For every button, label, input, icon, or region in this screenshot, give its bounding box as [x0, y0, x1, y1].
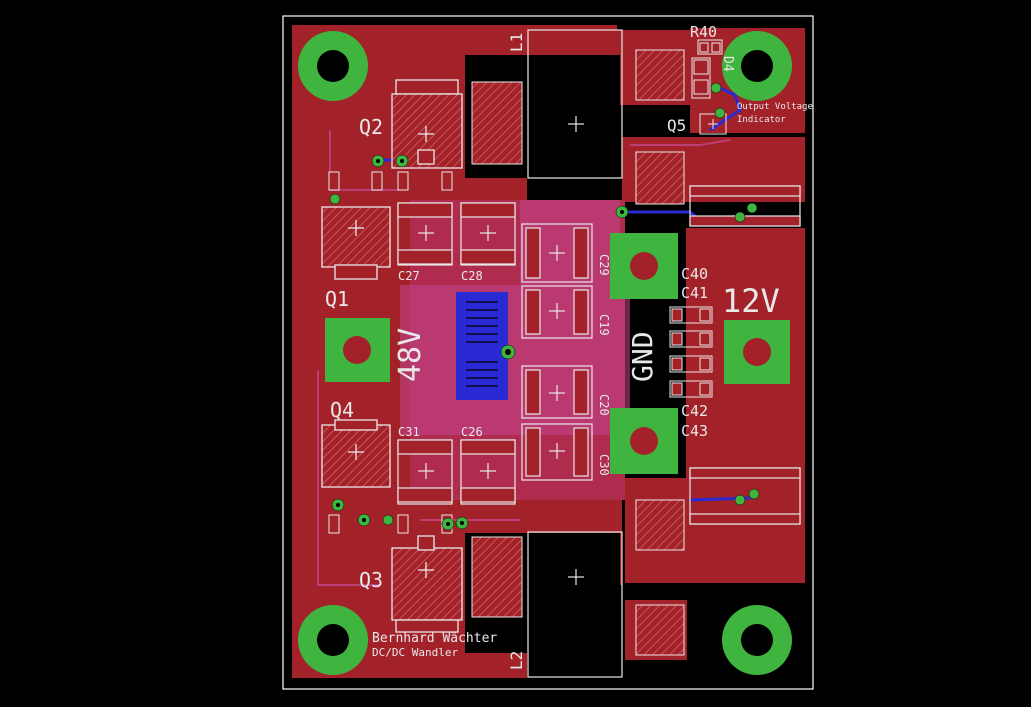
label-project: DC/DC Wandler [372, 646, 458, 659]
label-12v: 12V [722, 282, 780, 320]
q3-package [391, 535, 463, 633]
indicator-led-parts [691, 39, 727, 135]
label-q3: Q3 [359, 568, 383, 592]
mosfet-packages [321, 79, 463, 633]
label-c42: C42 [681, 402, 708, 420]
label-q4: Q4 [330, 398, 354, 422]
label-c30: C30 [597, 454, 611, 476]
label-indicator: Indicator [737, 115, 786, 125]
label-c19: C19 [597, 314, 611, 336]
capacitor-packages-large [397, 202, 516, 505]
label-q5: Q5 [667, 116, 686, 135]
label-q2: Q2 [359, 115, 383, 139]
q2-package [391, 79, 463, 169]
q4-package [321, 419, 391, 488]
label-c28: C28 [461, 269, 483, 283]
label-c27: C27 [398, 269, 420, 283]
label-q1: Q1 [325, 287, 349, 311]
label-c41: C41 [681, 284, 708, 302]
label-d4: D4 [720, 56, 735, 72]
mounting-holes [298, 31, 792, 675]
label-c43: C43 [681, 422, 708, 440]
label-output-voltage: Output Voltage [737, 102, 813, 112]
inductor-crosses [568, 116, 584, 585]
bottom-layer-chip-traces [466, 301, 498, 387]
label-c40: C40 [681, 265, 708, 283]
q1-package [321, 206, 391, 280]
output-connector-shells [689, 185, 801, 525]
label-gnd: GND [626, 331, 659, 382]
label-l1: L1 [507, 33, 526, 52]
label-designer: Bernhard Wächter [372, 631, 497, 646]
inductor-outlines [527, 29, 623, 678]
label-c26: C26 [461, 425, 483, 439]
silkscreen-labels: Q2 Q1 Q4 Q3 Q5 R40 D4 L1 L2 C27 C28 C31 … [325, 23, 813, 670]
inductor-pads [471, 49, 685, 656]
via-holes [336, 159, 624, 526]
label-c20: C20 [597, 394, 611, 416]
capacitor-packages-vertical [521, 223, 593, 481]
label-r40: R40 [690, 23, 717, 41]
label-48v: 48V [393, 328, 428, 382]
terminal-holes [343, 252, 771, 455]
capacitor-packages-small [669, 306, 713, 398]
label-l2: L2 [507, 651, 526, 670]
label-c29: C29 [597, 254, 611, 276]
label-c31: C31 [398, 425, 420, 439]
